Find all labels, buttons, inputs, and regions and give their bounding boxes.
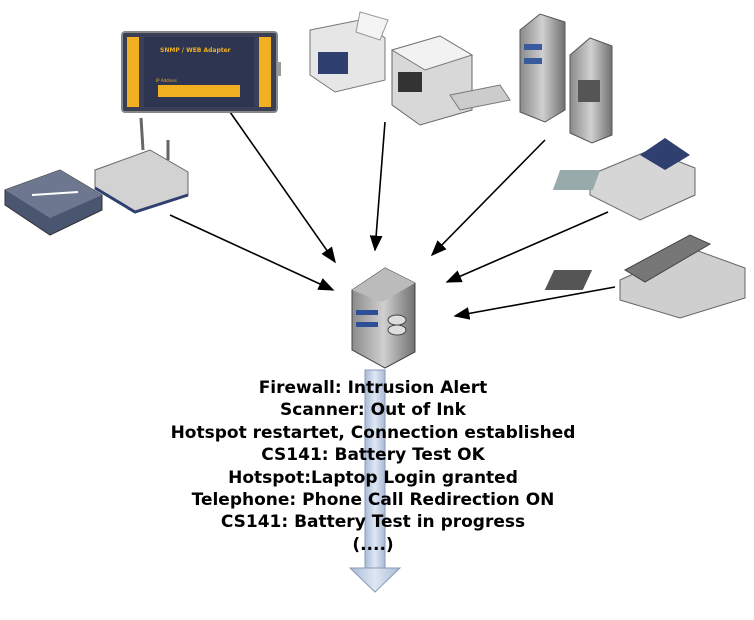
network-switch-icon bbox=[4, 169, 103, 236]
message-flow-arrow bbox=[348, 369, 402, 593]
message-line: Telephone: Phone Call Redirection ON bbox=[191, 490, 555, 511]
central-server-icon bbox=[351, 267, 416, 369]
server-rack-icon bbox=[519, 13, 613, 144]
arrow-fax bbox=[445, 211, 609, 283]
wireless-router-icon bbox=[94, 117, 189, 214]
printer-icon bbox=[309, 11, 511, 126]
adapter-field-label: IP Address bbox=[156, 78, 177, 83]
arrow-printer bbox=[369, 121, 386, 252]
event-message-list: Firewall: Intrusion Alert Scanner: Out o… bbox=[0, 377, 746, 556]
message-line: Scanner: Out of Ink bbox=[280, 400, 466, 421]
message-line: Hotspot restartet, Connection establishe… bbox=[170, 422, 576, 443]
snmp-web-adapter-icon: SNMP / WEB Adapter IP Address bbox=[121, 31, 281, 113]
arrow-router bbox=[169, 214, 335, 291]
message-line: Hotspot:Laptop Login granted bbox=[228, 467, 518, 488]
arrow-telephone bbox=[453, 286, 616, 320]
message-line: CS141: Battery Test in progress bbox=[220, 512, 526, 533]
telephone-icon bbox=[544, 234, 746, 319]
message-ellipsis: (....) bbox=[352, 534, 394, 555]
message-line: Firewall: Intrusion Alert bbox=[258, 378, 488, 398]
message-line: CS141: Battery Test OK bbox=[261, 445, 485, 466]
fax-machine-icon bbox=[552, 138, 696, 221]
arrow-servers bbox=[430, 139, 546, 257]
adapter-title: SNMP / WEB Adapter bbox=[160, 47, 231, 54]
connection-arrows bbox=[169, 111, 616, 320]
arrow-adapter bbox=[229, 111, 336, 264]
